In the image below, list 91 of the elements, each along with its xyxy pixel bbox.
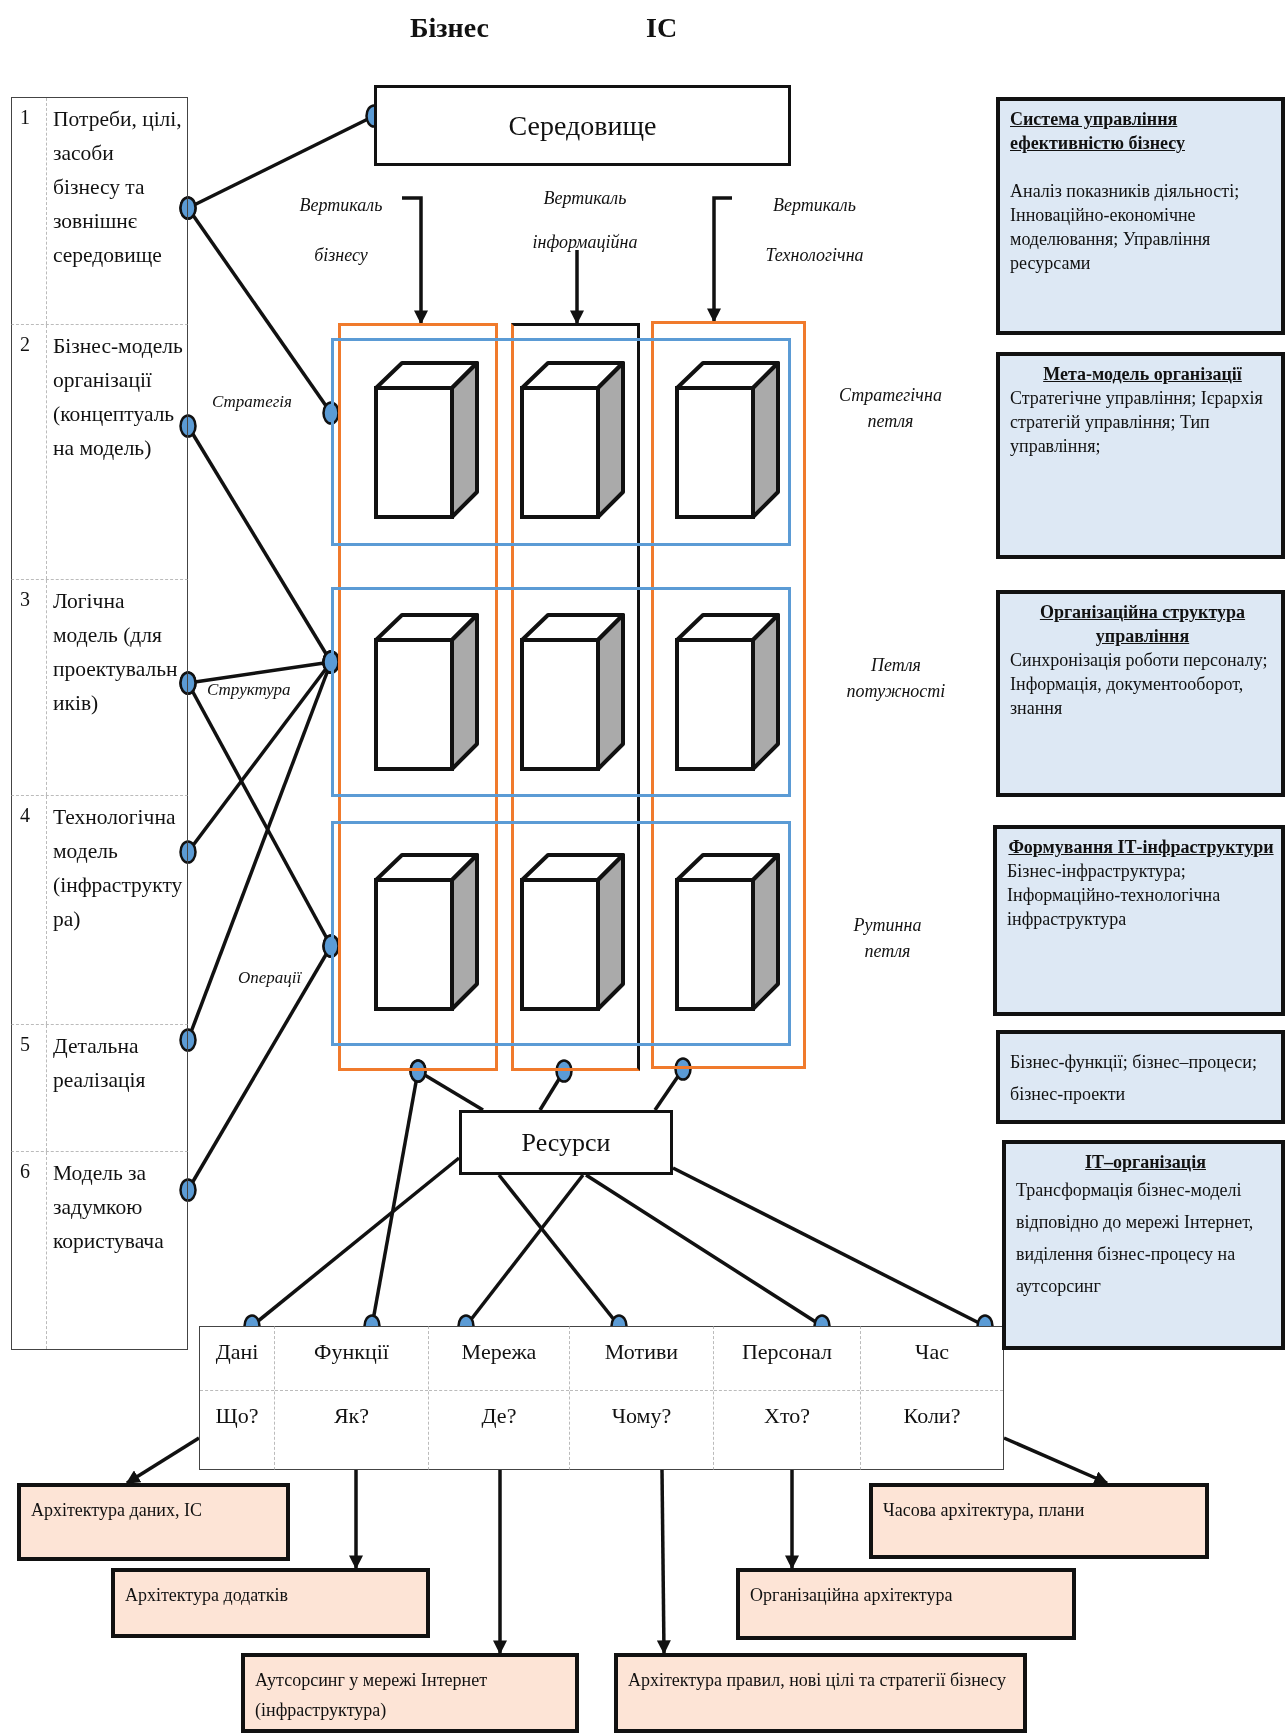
info-box: Архітектура додатків xyxy=(111,1568,430,1638)
box-text: Стратегічне управління; Ієрархія стратегій управління; Тип управління; xyxy=(1010,387,1264,458)
connector-line xyxy=(653,1057,692,1111)
table-cell-text: Хто? xyxy=(763,1402,811,1429)
table-row xyxy=(11,1024,188,1151)
arrow xyxy=(707,196,732,323)
table-row xyxy=(11,97,188,324)
row-text: Потреби, цілі, засоби бізнесу та зовнішнє середовище xyxy=(52,106,183,269)
arrow xyxy=(493,1470,507,1655)
row-text: Модель за задумкою користувача xyxy=(52,1160,165,1255)
row-number: 6 xyxy=(12,1152,47,1349)
info-box: Архітектура правил, нові цілі та стратегії бізнесу xyxy=(614,1653,1027,1733)
box-text: Трансформація бізнес-моделі відповідно до мережі Інтернет, виділення бізнес-процесу на аутсорсинг xyxy=(1016,1179,1255,1298)
section-heading: Бізнес xyxy=(410,12,489,44)
column-frame xyxy=(651,321,806,1069)
column-frame xyxy=(511,323,640,1071)
box-text: Аналіз показників діяльності; Інноваційно-економічне моделювання; Управління ресурсами xyxy=(1010,180,1241,275)
column-label: Вертикаль бізнесу xyxy=(280,180,402,270)
connector-line xyxy=(179,650,340,1052)
info-box xyxy=(993,825,1285,1016)
table-cell: Персонал xyxy=(714,1327,860,1391)
info-box xyxy=(996,590,1285,797)
row-number: 5 xyxy=(12,1025,47,1151)
row-frame xyxy=(331,338,791,546)
info-box xyxy=(1002,1140,1285,1350)
table-row xyxy=(11,324,188,579)
row-number: 3 xyxy=(12,580,47,795)
table-row xyxy=(11,795,188,1024)
loop-label: Стратегічна петля xyxy=(838,384,943,433)
table-cell: Функції xyxy=(275,1327,428,1391)
section-heading: ІС xyxy=(646,12,678,44)
label-box: Ресурси xyxy=(459,1110,673,1175)
arrow xyxy=(785,1470,799,1570)
column-label: Вертикаль інформаційна xyxy=(500,176,670,250)
arrow xyxy=(570,250,584,325)
arrow xyxy=(402,196,428,325)
line-label: Структура xyxy=(207,680,291,700)
table-row xyxy=(11,579,188,795)
table-cell-text: Що? xyxy=(214,1402,260,1429)
box-heading: Організаційна структура управління xyxy=(1038,601,1247,648)
loop-label: Рутинна петля xyxy=(852,914,923,963)
info-box: Часова архітектура, плани xyxy=(869,1483,1209,1559)
box-heading: Мета-модель організації xyxy=(1042,363,1243,386)
table-cell-text: Чому? xyxy=(610,1402,673,1429)
column-label: Вертикаль Технологічна xyxy=(732,180,897,262)
table-cell-text: Як? xyxy=(332,1402,371,1429)
row-text: Логічна модель (для проектувальників) xyxy=(52,588,179,717)
column-frame xyxy=(338,323,498,1071)
connector-line xyxy=(179,196,340,425)
info-box: Організаційна архітектура xyxy=(736,1568,1076,1640)
row-frame xyxy=(331,587,791,797)
table-cell: Мотиви xyxy=(570,1327,713,1391)
info-box xyxy=(996,1030,1285,1124)
table-column xyxy=(570,1326,714,1470)
arrow xyxy=(1003,1436,1109,1485)
line-label: Операції xyxy=(238,968,302,988)
connector-line xyxy=(179,934,340,1202)
table-column xyxy=(861,1326,1004,1470)
line-label: Стратегія xyxy=(212,392,292,412)
row-number: 1 xyxy=(12,98,47,324)
table-cell: Мережа xyxy=(429,1327,569,1391)
table-cell-text: Коли? xyxy=(902,1402,962,1429)
box-text: Бізнес-інфраструктура; Інформаційно-технологічна інфраструктура xyxy=(1007,860,1222,931)
row-number: 4 xyxy=(12,796,47,1024)
info-box xyxy=(996,97,1285,335)
table-column xyxy=(275,1326,429,1470)
loop-label: Петля потужності xyxy=(845,654,947,703)
row-text: Детальна реалізація xyxy=(52,1033,147,1094)
table-column xyxy=(714,1326,861,1470)
box-text: Синхронізація роботи персоналу; Інформація, документооборот, знання xyxy=(1010,649,1269,720)
info-box xyxy=(996,352,1285,559)
box-heading: ІТ–організація xyxy=(1084,1151,1207,1174)
row-text: Бізнес-модель організації (концептуальна модель) xyxy=(52,333,184,462)
box-heading: Формування ІТ-інфраструктури xyxy=(1007,836,1275,859)
table-cell-text: Де? xyxy=(480,1402,518,1429)
connector-line xyxy=(538,1059,573,1111)
info-box: Аутсорсинг у мережі Інтернет (інфраструктура) xyxy=(241,1653,579,1733)
box-text: Бізнес-функції; бізнес–процеси; бізнес-проекти xyxy=(1010,1051,1258,1106)
row-frame xyxy=(331,821,791,1046)
table-column xyxy=(199,1326,275,1470)
row-number: 2 xyxy=(12,325,47,579)
table-column xyxy=(429,1326,570,1470)
arrow xyxy=(125,1436,200,1485)
label-box: Середовище xyxy=(374,85,791,166)
box-heading: Система управління ефективністю бізнесу xyxy=(1010,108,1186,155)
arrow xyxy=(656,1470,671,1655)
arrow xyxy=(349,1470,363,1570)
info-box: Архітектура даних, ІС xyxy=(17,1483,290,1561)
table-row xyxy=(11,1151,188,1350)
table-cell: Дані xyxy=(200,1327,274,1391)
row-text: Технологічна модель (інфраструктура) xyxy=(52,804,184,933)
